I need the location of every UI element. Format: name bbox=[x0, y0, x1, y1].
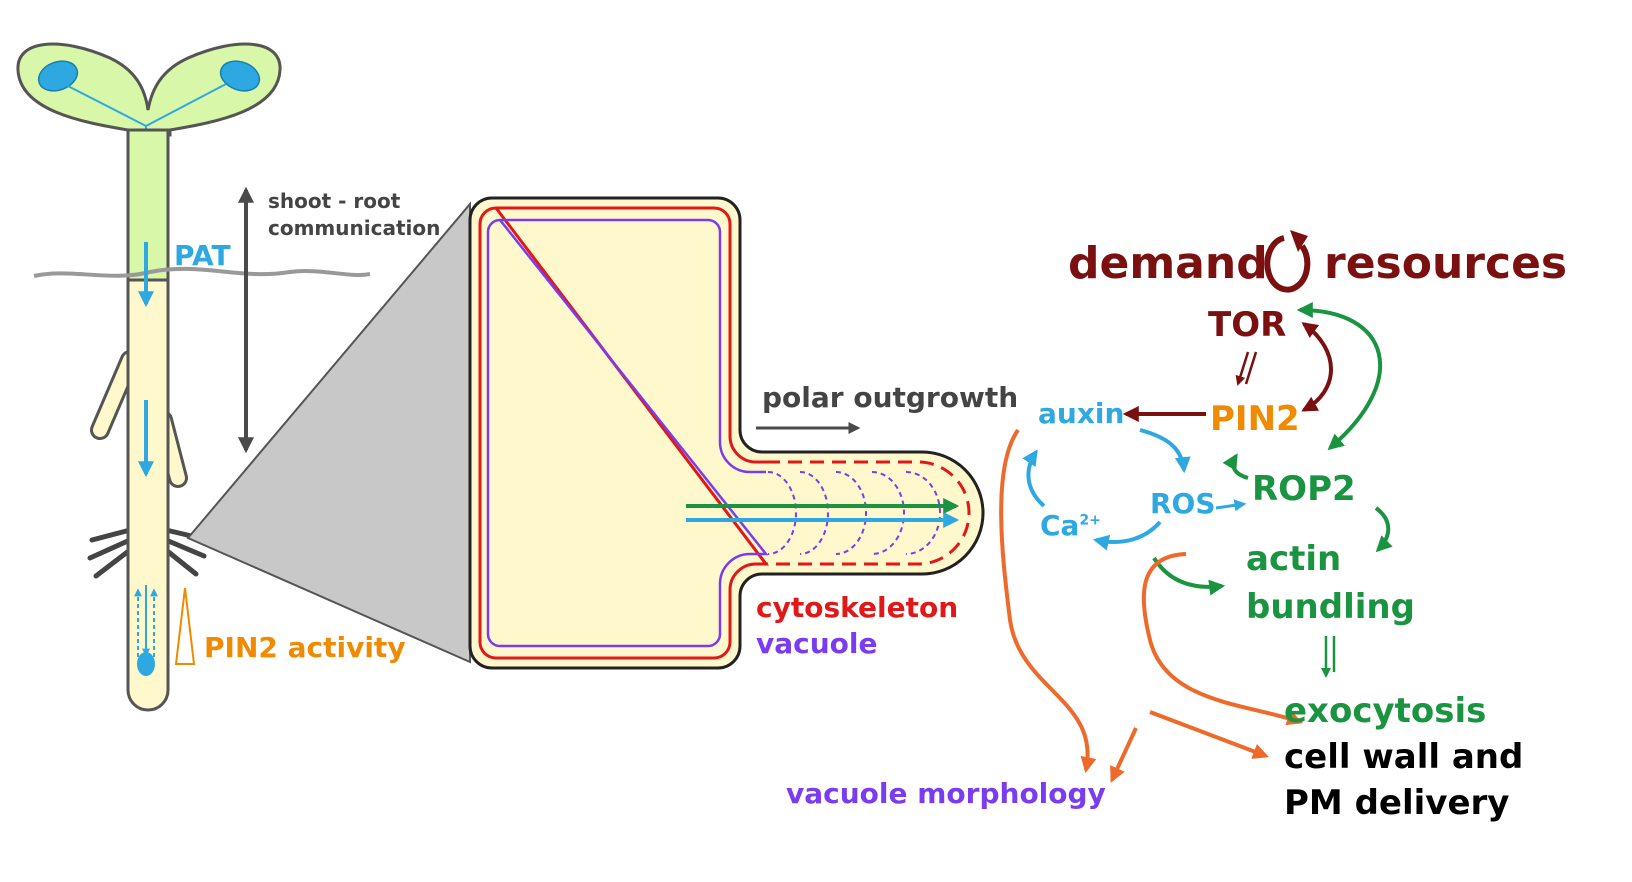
outgrowth-dashed-cytoskeleton bbox=[766, 460, 971, 566]
label-pin2: PIN2 bbox=[1210, 399, 1300, 439]
label-resources: resources bbox=[1324, 238, 1568, 289]
pin2-resources-arrow bbox=[1301, 322, 1333, 412]
rop2-resources-arrow bbox=[1296, 302, 1383, 451]
regulatory-network bbox=[999, 230, 1393, 783]
tor-to-pin2-arrow-b bbox=[1244, 351, 1258, 385]
ros-to-exo-arrow bbox=[1141, 552, 1304, 726]
label-polar-outgrowth: polar outgrowth bbox=[762, 381, 1019, 414]
label-pin2-activity: PIN2 activity bbox=[204, 631, 406, 664]
label-demand: demand bbox=[1068, 238, 1268, 289]
vacuole-to-cellwall-arrow bbox=[1149, 710, 1269, 759]
rop2-to-actin-arrow bbox=[1374, 506, 1393, 553]
cotyledon-left-spot bbox=[37, 60, 79, 92]
lateral-root-left-fill bbox=[93, 353, 137, 437]
label-cytoskeleton: cytoskeleton bbox=[756, 591, 959, 624]
ca-to-auxin-arrow bbox=[1022, 449, 1046, 508]
outgrowth-dashed-wall bbox=[762, 450, 985, 576]
tor-to-pin2-arrow-a bbox=[1235, 351, 1250, 386]
root-tip-spot bbox=[137, 652, 155, 676]
label-cellwall-2: PM delivery bbox=[1284, 783, 1510, 823]
pin2-activity-wedge bbox=[174, 587, 196, 665]
cotyledon-right-spot bbox=[219, 60, 261, 92]
root-hair-cell bbox=[468, 196, 985, 670]
label-ca-sup: 2+ bbox=[1079, 512, 1101, 529]
exo-to-vacuole-arrow bbox=[1110, 727, 1138, 783]
cell-vacuole-body bbox=[486, 218, 769, 648]
label-rop2: ROP2 bbox=[1252, 469, 1356, 509]
cell-cytoskeleton-body bbox=[478, 206, 770, 660]
outgrowth-vacuole-arcs bbox=[767, 471, 941, 555]
label-vacuole: vacuole bbox=[756, 627, 878, 660]
label-bundling: bundling bbox=[1246, 587, 1415, 627]
primary-root bbox=[126, 278, 170, 712]
label-cellwall-1: cell wall and bbox=[1284, 737, 1524, 777]
label-ca: Ca2+ bbox=[1040, 512, 1101, 540]
auxin-to-vacuole-arrow bbox=[999, 428, 1097, 774]
label-ros: ROS bbox=[1150, 487, 1216, 520]
label-auxin: auxin bbox=[1038, 397, 1125, 430]
label-exocytosis: exocytosis bbox=[1284, 691, 1487, 731]
cycle-icon bbox=[1264, 230, 1311, 293]
label-shoot-root-1: shoot - root bbox=[268, 189, 401, 213]
ros-to-actin-arrow bbox=[1152, 556, 1226, 596]
label-actin: actin bbox=[1246, 539, 1342, 579]
label-shoot-root-2: communication bbox=[268, 216, 441, 240]
soil-line bbox=[33, 266, 371, 278]
rop2-to-pin2-arrow bbox=[1222, 453, 1249, 480]
ros-to-ca-arrow bbox=[1092, 520, 1162, 551]
label-pat: PAT bbox=[174, 239, 231, 272]
label-ca-base: Ca bbox=[1040, 509, 1080, 542]
ros-to-rop2-arrow bbox=[1215, 499, 1247, 512]
root-tip-flux bbox=[134, 585, 158, 660]
label-vacuole-morphology: vacuole morphology bbox=[786, 777, 1106, 810]
label-tor: TOR bbox=[1208, 305, 1287, 345]
seedling bbox=[16, 42, 371, 712]
auxin-to-ros-arrow bbox=[1139, 428, 1191, 474]
cotyledons bbox=[16, 42, 282, 137]
